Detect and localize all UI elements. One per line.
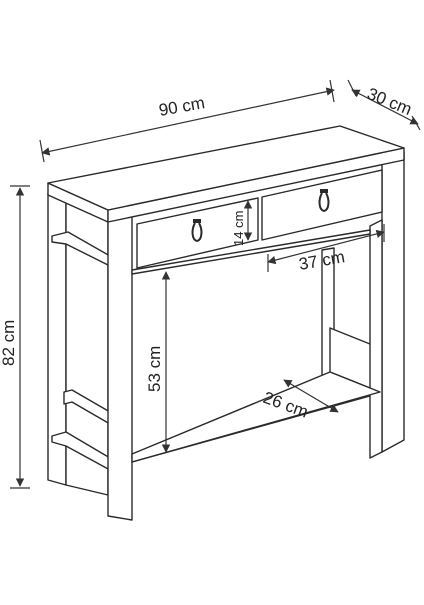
ring-pull-handle-icon bbox=[191, 219, 203, 243]
bottom-shelf bbox=[131, 371, 381, 463]
dimension-depth: 30 cm bbox=[347, 79, 421, 131]
drawer-left bbox=[136, 197, 259, 269]
drawer-width-label: 37 cm bbox=[297, 247, 346, 274]
drawer-height-label: 14 cm bbox=[231, 211, 246, 246]
drawer-right bbox=[261, 169, 383, 241]
height-label: 82 cm bbox=[0, 320, 18, 366]
right-side-panel bbox=[381, 151, 405, 453]
leg-clearance-label: 53 cm bbox=[145, 346, 164, 392]
dimension-height: 82 cm bbox=[0, 185, 30, 489]
ring-pull-handle-icon bbox=[318, 189, 330, 213]
depth-label: 30 cm bbox=[365, 84, 415, 119]
front-right-leg bbox=[369, 219, 383, 459]
dimension-drawer-height: 14 cm bbox=[231, 200, 253, 246]
dimension-leg-clearance: 53 cm bbox=[145, 271, 171, 453]
width-label: 90 cm bbox=[157, 93, 206, 120]
table-drawing bbox=[47, 125, 405, 521]
front-left-leg bbox=[107, 216, 133, 521]
